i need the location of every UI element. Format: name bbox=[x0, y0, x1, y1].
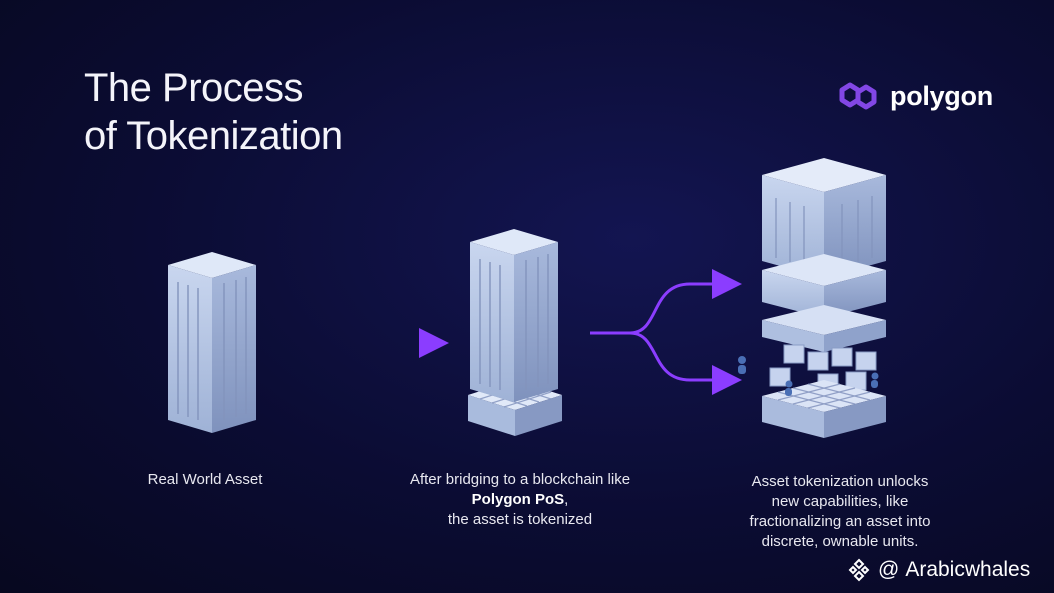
caption-2-post: , bbox=[564, 491, 569, 508]
fractionalized-asset-building bbox=[738, 158, 886, 438]
caption-2-line3: the asset is tokenized bbox=[447, 511, 593, 528]
caption-3-line2: new capabilities, like bbox=[771, 493, 909, 510]
polygon-logo-icon bbox=[839, 82, 877, 110]
brand-name: polygon bbox=[890, 80, 993, 111]
watermark-at: @ bbox=[878, 558, 900, 581]
caption-fractionalized: Asset tokenization unlocks new capabilit… bbox=[720, 472, 960, 552]
owner-figures bbox=[738, 356, 879, 396]
caption-tokenized: After bridging to a blockchain like Poly… bbox=[390, 470, 650, 530]
title-line-2: of Tokenization bbox=[84, 114, 343, 158]
caption-3-line4: discrete, ownable units. bbox=[761, 533, 919, 550]
polygon-logo: polygon bbox=[838, 76, 993, 116]
watermark-handle: Arabicwhales bbox=[905, 558, 1031, 581]
tokenized-asset-building bbox=[468, 229, 562, 436]
watermark: @ Arabicwhales bbox=[846, 556, 1030, 584]
page-title: The Process of Tokenization bbox=[84, 64, 343, 160]
split-arrow bbox=[590, 269, 742, 395]
caption-3-line1: Asset tokenization unlocks bbox=[751, 473, 929, 490]
caption-2-pre: After bridging to a blockchain like bbox=[409, 471, 631, 488]
real-world-asset-building bbox=[168, 252, 256, 433]
caption-1-text: Real World Asset bbox=[147, 471, 263, 488]
binance-icon bbox=[848, 558, 870, 582]
caption-real-world-asset: Real World Asset bbox=[120, 470, 290, 490]
caption-2-bold: Polygon PoS bbox=[471, 491, 565, 508]
caption-3-line3: fractionalizing an asset into bbox=[749, 513, 931, 530]
title-line-1: The Process bbox=[84, 66, 304, 110]
